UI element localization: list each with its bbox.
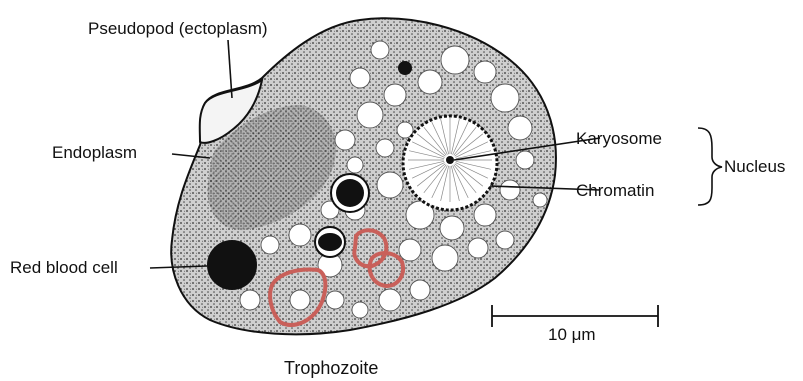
nucleus: [403, 116, 497, 210]
caption-trophozoite: Trophozoite: [284, 358, 378, 378]
karyosome-dot: [446, 156, 454, 164]
label-scale: 10 μm: [548, 325, 596, 344]
nucleus-brace: [698, 128, 722, 205]
label-karyosome: Karyosome: [576, 129, 662, 148]
label-chromatin: Chromatin: [576, 181, 654, 200]
scale-bar: [492, 305, 658, 327]
label-nucleus: Nucleus: [724, 157, 785, 176]
label-red-blood-cell: Red blood cell: [10, 258, 118, 277]
label-pseudopod: Pseudopod (ectoplasm): [88, 19, 268, 38]
label-endoplasm: Endoplasm: [52, 143, 137, 162]
